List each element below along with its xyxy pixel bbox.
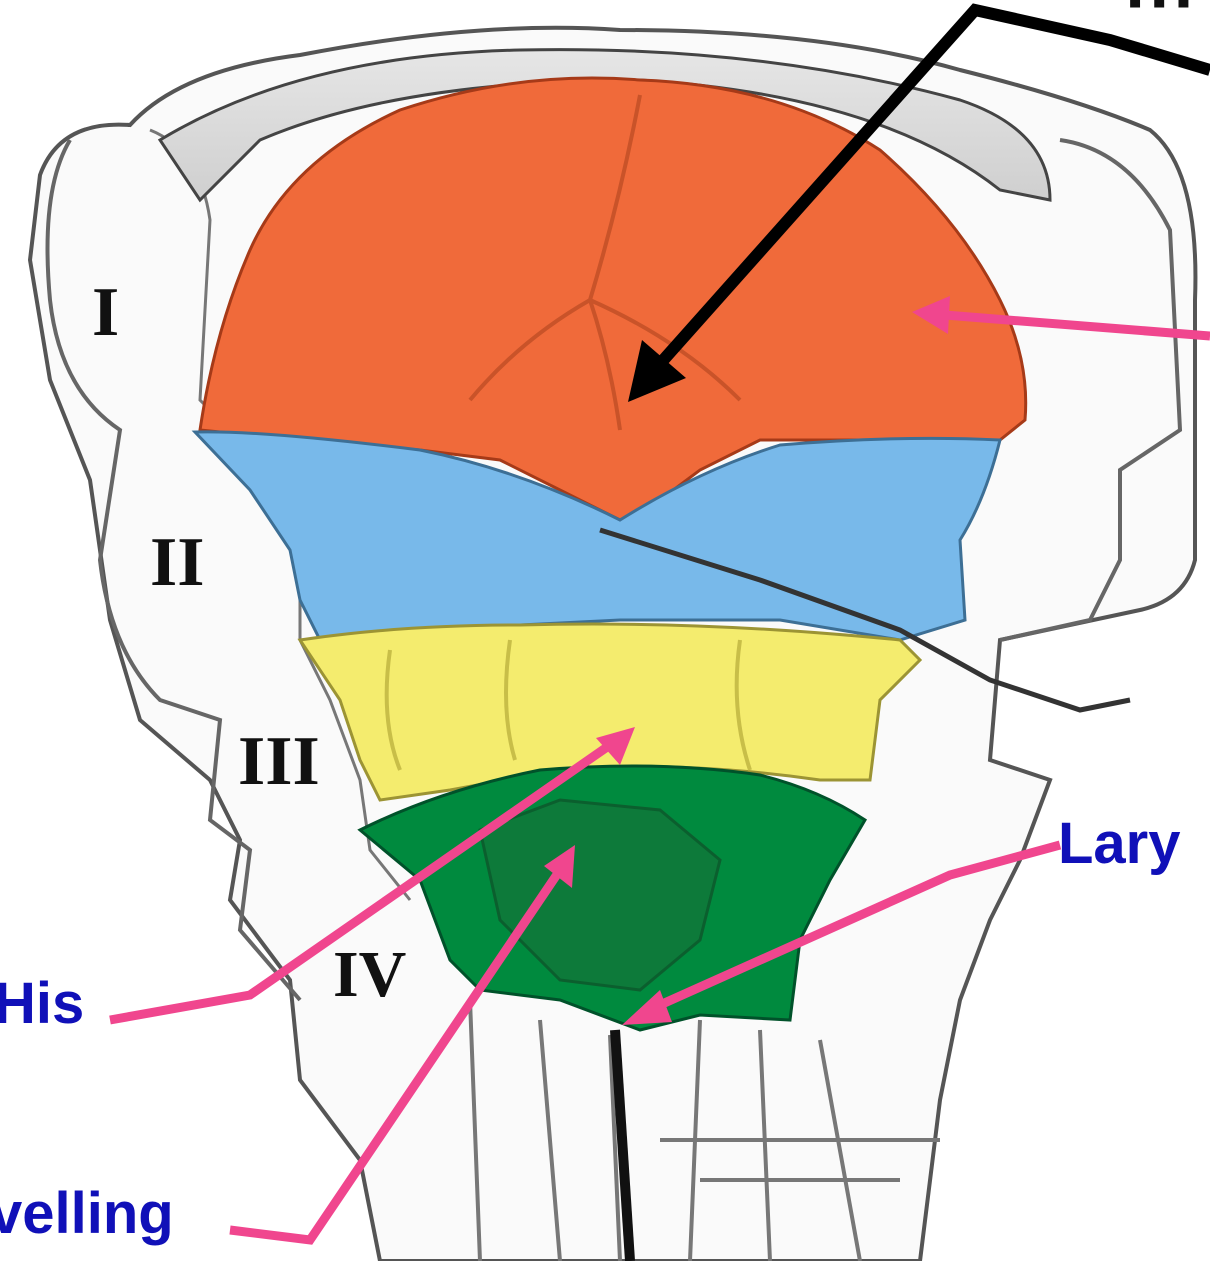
lary-label: Lary xyxy=(1058,815,1181,873)
arch-iv-label: IV xyxy=(333,942,406,1008)
top-cropped-mark: ▪ ▪ ▪ xyxy=(1128,0,1191,22)
arch-i-label: I xyxy=(92,278,119,348)
arch-iii-label: III xyxy=(238,727,320,797)
swelling-label: velling xyxy=(0,1185,174,1243)
his-label: His xyxy=(0,975,84,1033)
arch-ii-label: II xyxy=(150,528,204,598)
